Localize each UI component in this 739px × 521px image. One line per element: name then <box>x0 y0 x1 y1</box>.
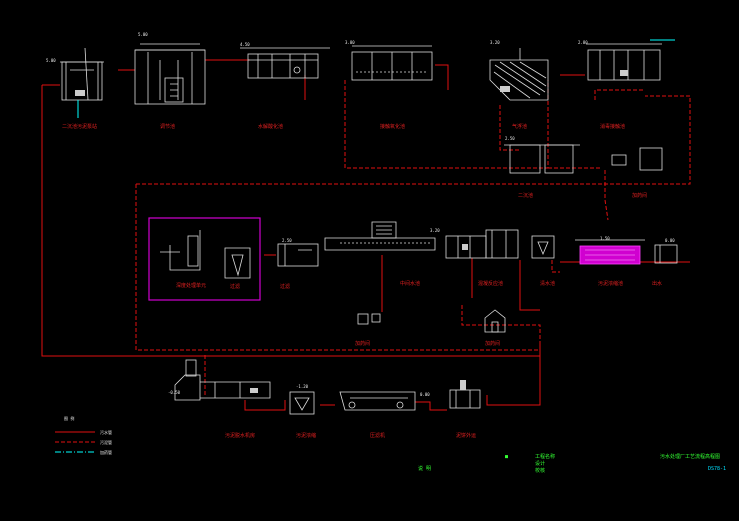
bottom-row-structures <box>174 359 481 415</box>
chemical-lines <box>77 39 675 118</box>
small-tank <box>357 313 381 325</box>
elev-tag: 2.50 <box>505 136 515 141</box>
project-line: 工程名称 <box>535 453 555 460</box>
pump-house <box>484 309 506 333</box>
structure-s7 <box>504 144 663 174</box>
elev-tag: -0.50 <box>168 390 181 395</box>
structure-s3 <box>240 47 330 79</box>
label-b4: 泥饼外运 <box>456 432 476 439</box>
elev-tag: 5.00 <box>46 58 56 63</box>
label-pumphouse: 加药间 <box>485 340 500 347</box>
structure-b3 <box>339 391 416 411</box>
label-m1b: 过滤 <box>230 283 240 290</box>
elev-tag: 3.20 <box>490 40 500 45</box>
label-s1: 二沉池污泥泵站 <box>62 123 97 130</box>
structure-m4 <box>445 229 519 259</box>
label-pump: 加药间 <box>632 192 647 199</box>
legend-title: 图 例 <box>64 415 74 421</box>
middle-row-labels: 深度处理单元 过滤 过滤 中间水池 混凝反应池 清水池 污泥浓缩池 出水 加药间… <box>176 280 662 347</box>
structure-s2 <box>134 43 206 105</box>
elev-tag: 0.00 <box>420 392 430 397</box>
structure-m2 <box>277 243 319 267</box>
label-m5: 清水池 <box>540 280 555 287</box>
elev-tag: 3.20 <box>430 228 440 233</box>
label-m7: 出水 <box>652 280 662 287</box>
legend-item: 加药管 <box>100 449 112 455</box>
label-s3: 水解酸化池 <box>258 123 283 130</box>
structure-m1 <box>160 230 251 279</box>
label-s4: 接触氧化池 <box>380 123 405 130</box>
structure-s6 <box>586 43 662 81</box>
label-m4: 混凝反应池 <box>478 280 503 287</box>
structure-b2 <box>289 391 315 415</box>
elev-tag: 1.50 <box>600 236 610 241</box>
sludge-pipe-network <box>41 59 691 411</box>
structure-m3 <box>324 221 436 251</box>
notes-marker: ■ <box>505 454 508 460</box>
label-m6: 污泥浓缩池 <box>598 280 623 287</box>
label-b2: 污泥浓缩 <box>296 432 316 439</box>
label-b3: 压滤机 <box>370 432 385 439</box>
label-dose: 加药间 <box>355 340 370 347</box>
structure-s1 <box>60 47 104 101</box>
bottom-row-labels: 污泥脱水机房 污泥浓缩 压滤机 泥饼外运 <box>225 432 476 439</box>
middle-row-structures <box>148 217 678 333</box>
top-row-labels: 二沉池污泥泵站 调节池 水解酸化池 接触氧化池 气浮池 消毒接触池 二沉池 加药… <box>62 123 647 199</box>
legend-item: 污水管 <box>100 429 112 435</box>
elev-tag: 3.80 <box>345 40 355 45</box>
project-line: 校核 <box>535 467 545 474</box>
notes-left: 说 明 <box>418 465 431 472</box>
label-s2: 调节池 <box>160 123 175 130</box>
highlight-box <box>148 217 261 301</box>
elev-tag: 2.80 <box>578 40 588 45</box>
label-b1: 污泥脱水机房 <box>225 432 255 439</box>
title-block-name: 污水处理厂工艺流程高程图 <box>660 453 720 460</box>
structure-s4 <box>351 45 433 81</box>
structure-m7 <box>654 244 678 264</box>
elev-tag: 0.00 <box>665 238 675 243</box>
top-row-structures <box>60 43 663 174</box>
elev-tag: 4.50 <box>240 42 250 47</box>
elev-tag: -1.20 <box>296 384 309 389</box>
label-s5: 气浮池 <box>512 123 527 130</box>
label-m1: 深度处理单元 <box>176 282 206 289</box>
label-m2: 过滤 <box>280 283 290 290</box>
title-block: 说 明 ■ 工程名称 设计 校核 污水处理厂工艺流程高程图 DS78-1 <box>418 453 726 474</box>
structure-m6 <box>575 239 645 265</box>
project-line: 设计 <box>535 460 545 467</box>
elevation-tags: 5.00 5.00 4.50 3.80 3.20 2.80 2.50 3.20 … <box>46 32 675 397</box>
structure-b1 <box>174 359 271 401</box>
legend: 图 例 污水管 污泥管 加药管 <box>55 415 112 455</box>
elev-tag: 5.00 <box>138 32 148 37</box>
label-s7: 二沉池 <box>518 192 533 199</box>
structure-s5 <box>489 48 549 101</box>
drawing-number: DS78-1 <box>708 466 726 472</box>
label-m3: 中间水池 <box>400 280 420 287</box>
structure-b4 <box>449 380 481 409</box>
structure-m5 <box>531 235 555 259</box>
label-s6: 消毒接触池 <box>600 123 625 130</box>
elev-tag: 2.50 <box>282 238 292 243</box>
legend-item: 污泥管 <box>100 439 112 445</box>
